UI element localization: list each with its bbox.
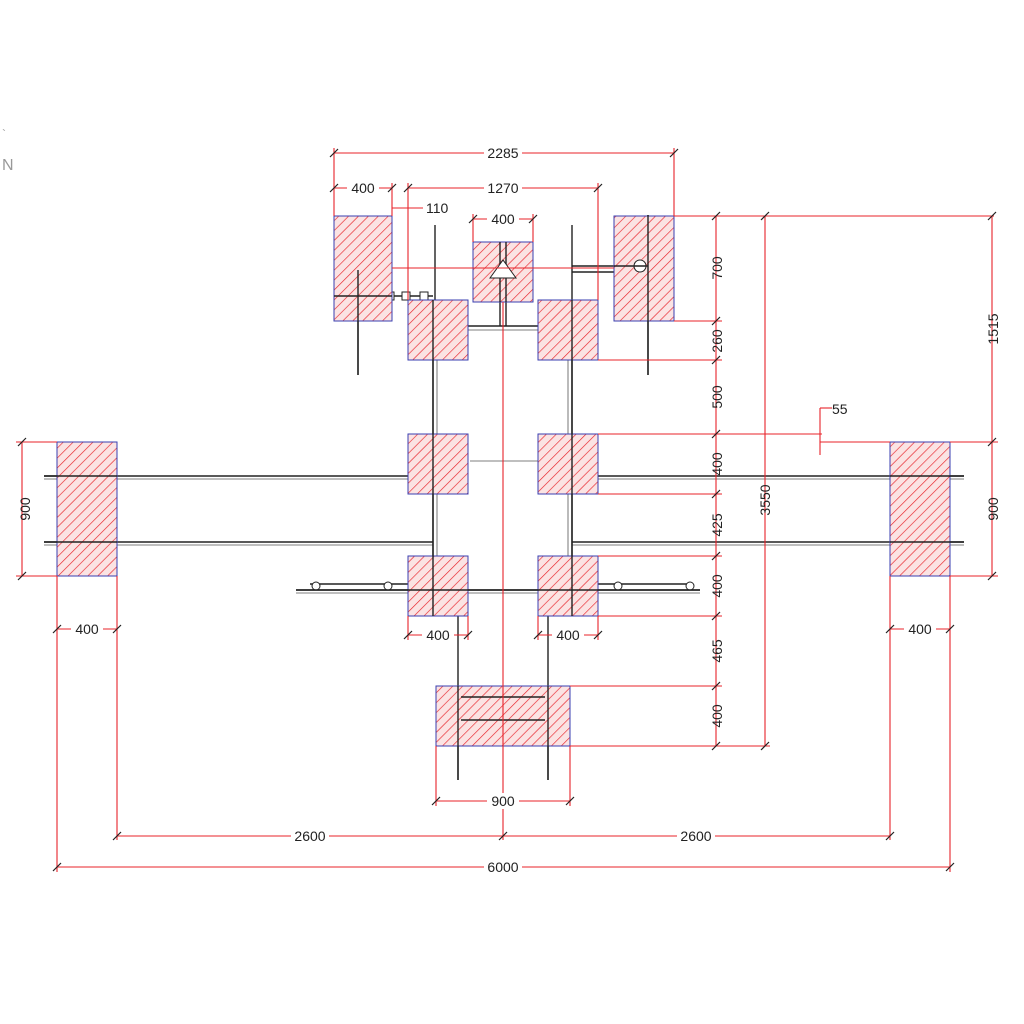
- dim-top-span: 1270: [487, 180, 518, 196]
- north-arrow-icon: ` N: [2, 127, 14, 174]
- dim-center-block-right-width: 400: [556, 627, 580, 643]
- dim-left-half: 2600: [294, 828, 325, 844]
- dim-top-left-block: 400: [351, 180, 375, 196]
- footing-far-right: [889, 441, 951, 577]
- dim-top-offset: 110: [426, 200, 449, 216]
- dim-right-top-block: 700: [709, 256, 725, 280]
- structure-overlay: [44, 215, 964, 780]
- dim-overall-width: 6000: [487, 859, 518, 875]
- dim-right-gap-4: 465: [709, 639, 725, 663]
- dimension-ticks: [17, 148, 997, 872]
- dim-top-total: 2285: [487, 145, 518, 161]
- dim-right-small-offset: 55: [832, 401, 848, 417]
- dim-top-center-block: 400: [491, 211, 515, 227]
- dim-right-pad-width: 400: [908, 621, 932, 637]
- dim-right-block-2: 400: [709, 452, 725, 476]
- dim-right-half: 2600: [680, 828, 711, 844]
- svg-text:`: `: [2, 127, 6, 141]
- dim-right-gap-3: 425: [709, 513, 725, 537]
- dimension-labels: 2285 400 1270 110 400 700 260 500 400 42…: [17, 144, 1001, 875]
- svg-text:N: N: [2, 157, 14, 174]
- dim-left-pad-height: 900: [17, 497, 33, 521]
- dim-right-gap-1: 260: [709, 329, 725, 353]
- dim-center-block-left-width: 400: [426, 627, 450, 643]
- dim-overall-height: 3550: [757, 484, 773, 515]
- footing-upper-right: [537, 299, 599, 361]
- dim-right-bottom-block: 400: [709, 704, 725, 728]
- footing-top-left: [333, 215, 393, 322]
- dim-right-block-3: 400: [709, 574, 725, 598]
- footing-far-left: [56, 441, 118, 577]
- footing-upper-left: [407, 299, 469, 361]
- dim-right-pad-height: 900: [985, 497, 1001, 521]
- footing-lower-left: [407, 555, 469, 617]
- dim-right-gap-2: 500: [709, 385, 725, 409]
- footing-lower-right: [537, 555, 599, 617]
- footing-mid-left: [407, 433, 469, 495]
- dim-left-pad-width: 400: [75, 621, 99, 637]
- dim-bottom-block-width: 900: [491, 793, 515, 809]
- footing-mid-right: [537, 433, 599, 495]
- dim-right-offset-total: 1515: [985, 313, 1001, 344]
